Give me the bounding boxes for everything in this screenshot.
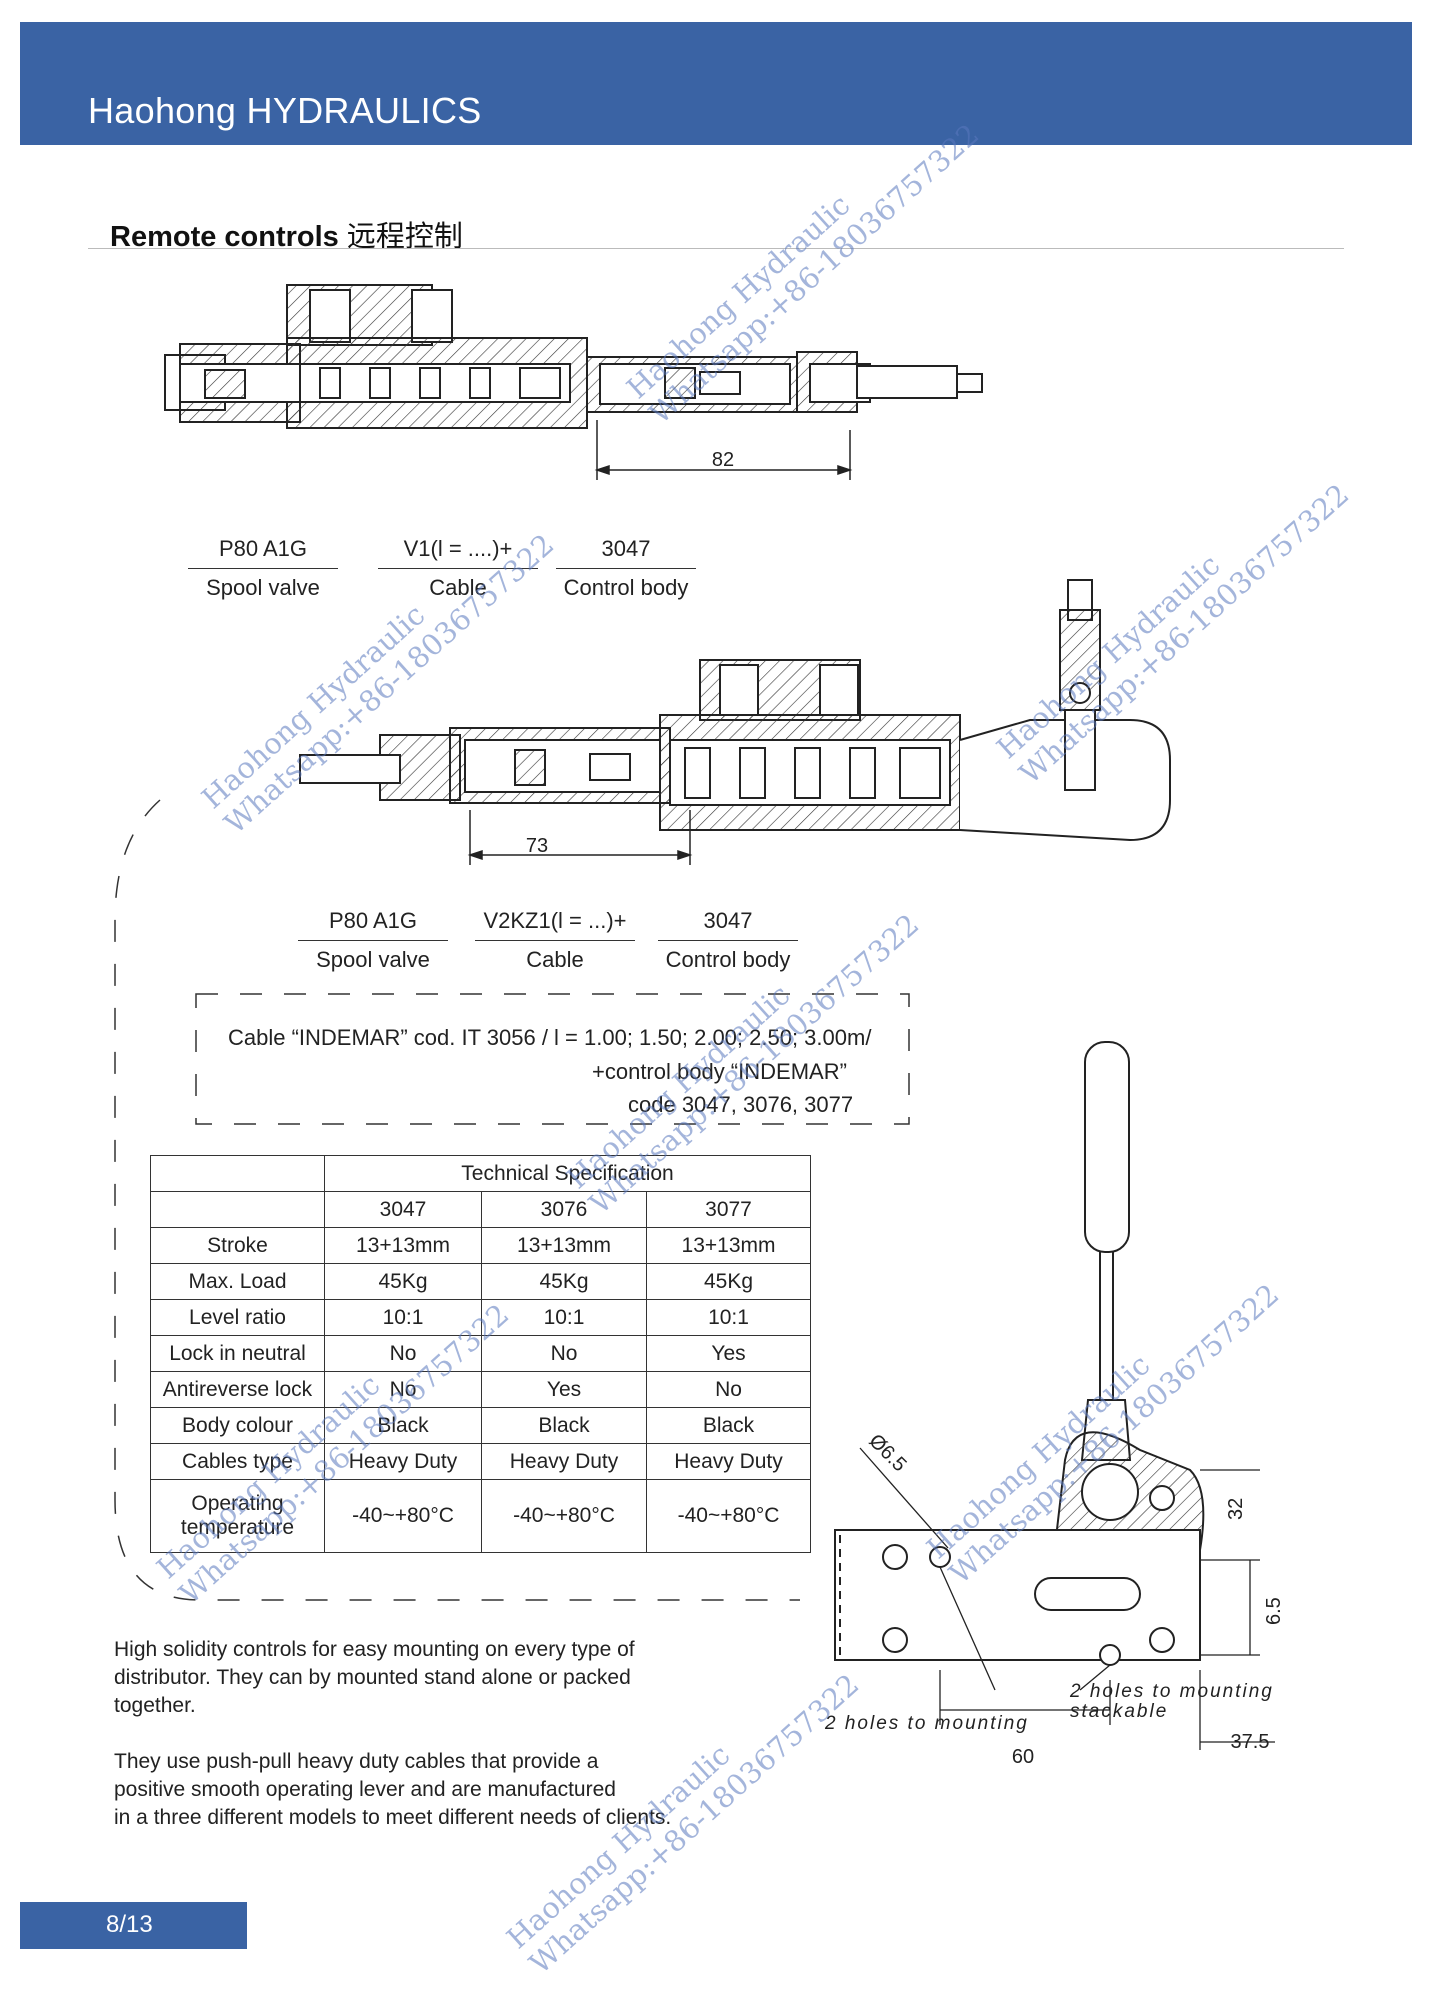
dimension-32: 32 — [1225, 1498, 1247, 1520]
footer-bar — [20, 1902, 247, 1949]
hole-diameter-label: Ø6.5 — [864, 1430, 910, 1476]
assembly-drawing-1: 82 — [164, 284, 983, 480]
note-line-2: +control body “INDEMAR” — [592, 1059, 847, 1084]
label-bottom: Control body — [563, 575, 689, 600]
note-line-3: code 3047, 3076, 3077 — [628, 1092, 854, 1117]
cell: 45Kg — [646, 1263, 811, 1300]
cell: Black — [646, 1407, 811, 1444]
mounting-note-left: 2 holes to mounting — [824, 1713, 1029, 1734]
section-title-en: Remote controls — [110, 221, 339, 253]
cell: 13+13mm — [646, 1227, 811, 1264]
cell: No — [481, 1335, 647, 1372]
row-label: Cables type — [150, 1443, 325, 1480]
mounting-note-right: 2 holes to mounting — [1069, 1681, 1274, 1702]
row-label: Antireverse lock — [150, 1371, 325, 1408]
description-line: distributor. They can by mounted stand a… — [114, 1666, 631, 1689]
cell: Yes — [481, 1371, 647, 1408]
dashed-outline — [114, 799, 800, 1601]
description-line: together. — [114, 1694, 196, 1717]
label-bottom: Spool valve — [316, 947, 430, 972]
row-label: Level ratio — [150, 1299, 325, 1336]
header-bar — [20, 22, 1412, 145]
table-row: Antireverse lock No Yes No — [150, 1371, 811, 1408]
description-paragraph-2: They use push-pull heavy duty cables tha… — [114, 1748, 671, 1832]
label-spool-valve-1: P80 A1G Spool valve — [188, 536, 338, 601]
note-line-1: Cable “INDEMAR” cod. IT 3056 / l = 1.00;… — [228, 1025, 872, 1050]
label-control-body-2: 3047 Control body — [658, 908, 798, 973]
label-control-body-1: 3047 Control body — [556, 536, 696, 601]
dimension-82: 82 — [712, 449, 734, 471]
cell: -40~+80°C — [646, 1479, 811, 1553]
table-header-empty — [150, 1191, 325, 1228]
table-row: Body colour Black Black Black — [150, 1407, 811, 1444]
header-title: Haohong HYDRAULICS — [88, 90, 482, 131]
cell: -40~+80°C — [481, 1479, 647, 1553]
cell: No — [324, 1371, 482, 1408]
column-header: 3047 — [324, 1191, 482, 1228]
label-bottom: Spool valve — [206, 575, 320, 600]
label-bottom: Cable — [429, 575, 487, 600]
cell: 45Kg — [324, 1263, 482, 1300]
cell: No — [646, 1371, 811, 1408]
cell: 13+13mm — [481, 1227, 647, 1264]
cell: 45Kg — [481, 1263, 647, 1300]
table-header-row: 3047 3076 3077 — [150, 1191, 811, 1228]
table-row: Cables type Heavy Duty Heavy Duty Heavy … — [150, 1443, 811, 1480]
section-title-zh: 远程控制 — [346, 221, 463, 253]
cell: Heavy Duty — [646, 1443, 811, 1480]
spec-table: Technical Specification 3047 3076 3077 S… — [150, 1155, 811, 1553]
row-label-text: Operating temperature — [180, 1492, 295, 1539]
label-top: V1(l = ....)+ — [378, 536, 538, 569]
cell: 10:1 — [324, 1299, 482, 1336]
table-row: Lock in neutral No No Yes — [150, 1335, 811, 1372]
description-line: They use push-pull heavy duty cables tha… — [114, 1750, 599, 1773]
description-paragraph-1: High solidity controls for easy mounting… — [114, 1636, 635, 1720]
column-header: 3077 — [646, 1191, 811, 1228]
description-line: High solidity controls for easy mounting… — [114, 1638, 635, 1661]
mounting-note-stackable: stackable — [1070, 1701, 1168, 1722]
label-top: P80 A1G — [298, 908, 448, 941]
cell: Heavy Duty — [324, 1443, 482, 1480]
row-label: Stroke — [150, 1227, 325, 1264]
cell: -40~+80°C — [324, 1479, 482, 1553]
table-row: Level ratio 10:1 10:1 10:1 — [150, 1299, 811, 1336]
label-bottom: Control body — [665, 947, 791, 972]
page-number: 8/13 — [106, 1911, 153, 1938]
label-spool-valve-2: P80 A1G Spool valve — [298, 908, 448, 973]
label-cable-1: V1(l = ....)+ Cable — [378, 536, 538, 601]
row-label: Operating temperature — [150, 1479, 325, 1553]
lever-drawing: Ø6.5 32 6.5 60 37.5 2 holes to mounting … — [824, 1041, 1285, 1768]
description-line: in a three different models to meet diff… — [114, 1806, 672, 1829]
dimension-73: 73 — [526, 835, 548, 857]
label-top: V2KZ1(l = ...)+ — [475, 908, 635, 941]
label-bottom: Cable — [526, 947, 584, 972]
dimension-60: 60 — [1012, 1746, 1034, 1768]
description-line: positive smooth operating lever and are … — [114, 1778, 616, 1801]
cell: 10:1 — [646, 1299, 811, 1336]
row-label: Lock in neutral — [150, 1335, 325, 1372]
label-top: 3047 — [658, 908, 798, 941]
section-divider — [88, 248, 1344, 249]
table-row: Stroke 13+13mm 13+13mm 13+13mm — [150, 1227, 811, 1264]
table-row: Operating temperature -40~+80°C -40~+80°… — [150, 1479, 811, 1553]
dimension-6-5: 6.5 — [1263, 1597, 1285, 1625]
table-corner — [150, 1155, 325, 1192]
row-label: Max. Load — [150, 1263, 325, 1300]
cell: 10:1 — [481, 1299, 647, 1336]
cell: No — [324, 1335, 482, 1372]
cell: Heavy Duty — [481, 1443, 647, 1480]
cell: Yes — [646, 1335, 811, 1372]
table-title: Technical Specification — [324, 1155, 811, 1192]
label-top: P80 A1G — [188, 536, 338, 569]
label-top: 3047 — [556, 536, 696, 569]
dimension-37-5: 37.5 — [1231, 1731, 1270, 1753]
cell: 13+13mm — [324, 1227, 482, 1264]
note-box — [195, 993, 910, 1125]
cell: Black — [481, 1407, 647, 1444]
label-cable-2: V2KZ1(l = ...)+ Cable — [475, 908, 635, 973]
assembly-drawing-2: 73 — [299, 579, 1171, 865]
